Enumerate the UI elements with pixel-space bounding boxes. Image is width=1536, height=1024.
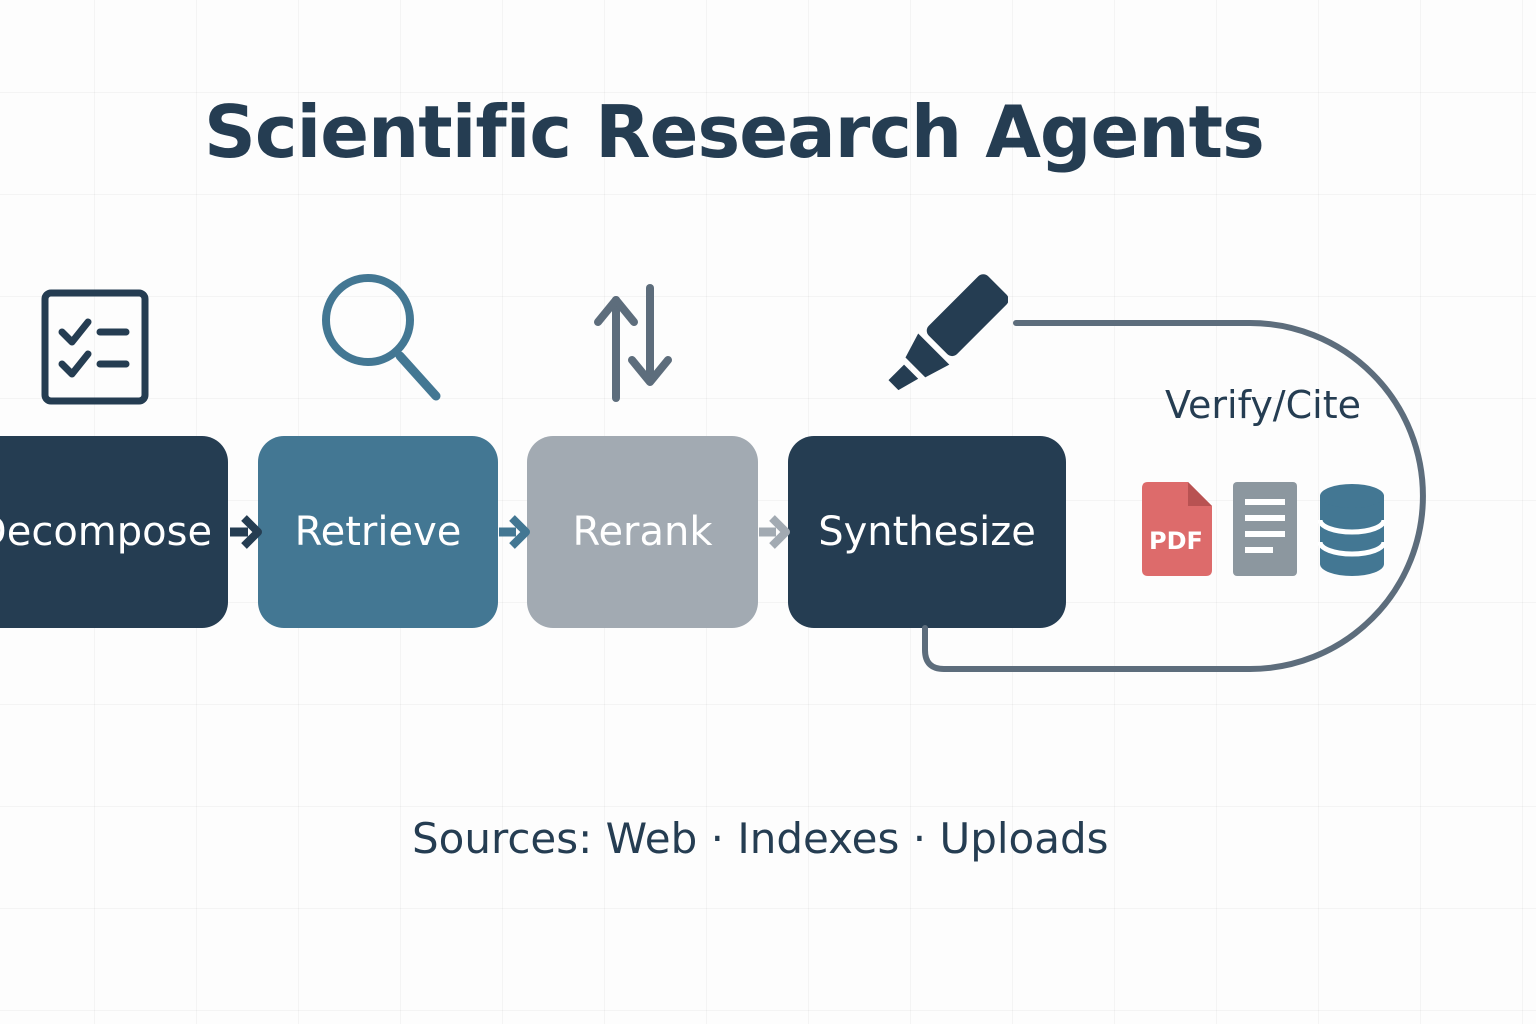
step-decompose-label: Decompose <box>0 509 213 555</box>
database-icon <box>1318 484 1386 576</box>
pdf-label: PDF <box>1149 527 1203 555</box>
right-arrow-icon <box>230 515 262 549</box>
right-arrow-icon <box>499 515 530 549</box>
page-title: Scientific Research Agents <box>204 90 1265 174</box>
step-retrieve-label: Retrieve <box>294 509 462 555</box>
source-indexes: Indexes <box>737 814 900 863</box>
up-down-arrows-icon <box>594 284 672 402</box>
step-retrieve: Retrieve <box>258 436 498 628</box>
step-rerank: Rerank <box>527 436 758 628</box>
verify-cite-label: Verify/Cite <box>1165 383 1361 427</box>
right-arrow-icon <box>759 515 790 549</box>
step-synthesize-label: Synthesize <box>818 509 1036 555</box>
step-decompose: Decompose <box>0 436 228 628</box>
sources-prefix: Sources: <box>412 814 593 863</box>
document-icon <box>1233 482 1297 576</box>
pdf-file-icon: PDF <box>1142 482 1212 576</box>
highlighter-pen-icon <box>888 274 1008 391</box>
step-synthesize: Synthesize <box>788 436 1066 628</box>
sources-line: Sources: Web · Indexes · Uploads <box>412 814 1109 863</box>
separator-dot: · <box>710 814 724 863</box>
step-rerank-label: Rerank <box>572 509 713 555</box>
source-web: Web <box>605 814 698 863</box>
checklist-icon <box>41 289 149 405</box>
separator-dot: · <box>912 814 927 863</box>
search-icon <box>322 274 441 401</box>
source-uploads: Uploads <box>939 814 1109 863</box>
verify-loop-line <box>922 320 1426 672</box>
